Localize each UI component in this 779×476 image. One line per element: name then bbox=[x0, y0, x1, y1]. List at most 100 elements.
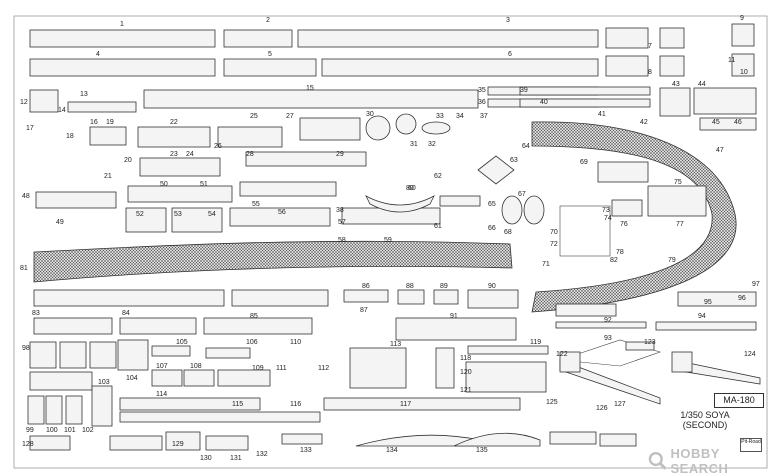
part-number: 109 bbox=[252, 365, 264, 372]
part-number: 41 bbox=[598, 111, 606, 118]
part-number: 31 bbox=[410, 141, 418, 148]
part-number: 135 bbox=[476, 447, 488, 454]
part-number: 11 bbox=[728, 57, 735, 64]
part-number: 74 bbox=[604, 215, 612, 222]
part-number: 98 bbox=[22, 345, 30, 352]
part-number: 81 bbox=[20, 265, 28, 272]
part-number: 43 bbox=[672, 81, 680, 88]
part-number: 51 bbox=[200, 181, 208, 188]
part-number: 114 bbox=[156, 391, 167, 398]
part-number: 104 bbox=[126, 375, 138, 382]
part-number: 67 bbox=[518, 191, 526, 198]
part-number: 57 bbox=[338, 219, 346, 226]
part-number: 123 bbox=[644, 339, 656, 346]
magnifier-icon bbox=[648, 451, 667, 470]
part-number: 66 bbox=[488, 225, 496, 232]
part-number: 33 bbox=[436, 113, 444, 120]
part-number: 13 bbox=[80, 91, 88, 98]
part-number: 21 bbox=[104, 173, 112, 180]
part-number: 88 bbox=[406, 283, 414, 290]
part-number: 10 bbox=[740, 69, 748, 76]
part-number: 87 bbox=[360, 307, 368, 314]
part-number: 63 bbox=[510, 157, 518, 164]
part-number: 118 bbox=[460, 355, 471, 362]
part-number: 55 bbox=[252, 201, 260, 208]
part-number: 32 bbox=[428, 141, 436, 148]
part-number: 117 bbox=[400, 401, 411, 408]
part-number: 24 bbox=[186, 151, 194, 158]
part-number: 127 bbox=[614, 401, 626, 408]
part-number: 14 bbox=[58, 107, 66, 114]
part-number: 108 bbox=[190, 363, 202, 370]
part-number: 59 bbox=[384, 237, 392, 244]
part-number: 103 bbox=[98, 379, 110, 386]
part-number: 133 bbox=[300, 447, 312, 454]
watermark-text: HOBBY SEARCH bbox=[670, 445, 729, 476]
part-number: 119 bbox=[530, 339, 541, 346]
part-number: 7 bbox=[648, 43, 652, 50]
part-number: 76 bbox=[620, 221, 628, 228]
part-number: 93 bbox=[604, 335, 612, 342]
part-number: 116 bbox=[290, 401, 301, 408]
part-number: 17 bbox=[26, 125, 34, 132]
part-number: 128 bbox=[22, 441, 34, 448]
middle-parts bbox=[35, 113, 707, 257]
railing-group-second bbox=[29, 86, 757, 131]
part-number: 40 bbox=[540, 99, 548, 106]
part-number: 53 bbox=[174, 211, 182, 218]
part-number: 107 bbox=[156, 363, 168, 370]
part-number: 60 bbox=[408, 185, 416, 192]
part-number: 115 bbox=[232, 401, 243, 408]
part-number: 125 bbox=[546, 399, 558, 406]
part-number: 9 bbox=[740, 15, 744, 22]
part-number: 120 bbox=[460, 369, 472, 376]
part-number: 73 bbox=[602, 207, 610, 214]
part-number: 45 bbox=[712, 119, 720, 126]
part-number: 22 bbox=[170, 119, 178, 126]
part-number: 26 bbox=[214, 143, 222, 150]
part-number: 35 bbox=[478, 87, 486, 94]
part-number: 84 bbox=[122, 310, 130, 317]
part-number: 65 bbox=[488, 201, 496, 208]
part-number-labels: 1 2 3 4 5 6 7 8 9 10 11 12 13 14 15 16 1… bbox=[20, 15, 760, 462]
part-number: 1 bbox=[120, 21, 124, 28]
part-number: 49 bbox=[56, 219, 64, 226]
bow-mesh-curve bbox=[531, 121, 737, 313]
watermark: HOBBY SEARCH bbox=[648, 445, 779, 476]
part-number: 8 bbox=[648, 69, 652, 76]
part-number: 52 bbox=[136, 211, 144, 218]
part-number: 39 bbox=[520, 87, 528, 94]
part-number: 131 bbox=[230, 455, 242, 462]
part-number: 101 bbox=[64, 427, 76, 434]
railing-group-top bbox=[29, 23, 755, 77]
part-number: 2 bbox=[266, 17, 270, 24]
part-number: 78 bbox=[616, 249, 624, 256]
product-code-label: MA-180 bbox=[714, 393, 764, 408]
part-number: 46 bbox=[734, 119, 742, 126]
bottom-strip bbox=[29, 431, 637, 451]
part-number: 28 bbox=[246, 151, 254, 158]
part-number: 90 bbox=[488, 283, 496, 290]
bottom-left-parts bbox=[27, 339, 549, 427]
part-number: 105 bbox=[176, 339, 188, 346]
part-number: 122 bbox=[556, 351, 568, 358]
part-number: 112 bbox=[318, 365, 329, 372]
part-number: 20 bbox=[124, 157, 132, 164]
part-number: 95 bbox=[704, 299, 712, 306]
part-number: 25 bbox=[250, 113, 258, 120]
part-number: 30 bbox=[366, 111, 374, 118]
part-number: 44 bbox=[698, 81, 706, 88]
scale-title: 1/350 SOYA (SECOND) bbox=[676, 410, 734, 430]
part-number: 37 bbox=[480, 113, 488, 120]
part-number: 56 bbox=[278, 209, 286, 216]
part-number: 111 bbox=[276, 365, 287, 372]
part-number: 48 bbox=[22, 193, 30, 200]
part-number: 4 bbox=[96, 51, 100, 58]
part-number: 47 bbox=[716, 147, 724, 154]
part-number: 83 bbox=[32, 310, 40, 317]
part-number: 79 bbox=[668, 257, 676, 264]
part-number: 102 bbox=[82, 427, 94, 434]
part-number: 106 bbox=[246, 339, 258, 346]
part-number: 129 bbox=[172, 441, 184, 448]
